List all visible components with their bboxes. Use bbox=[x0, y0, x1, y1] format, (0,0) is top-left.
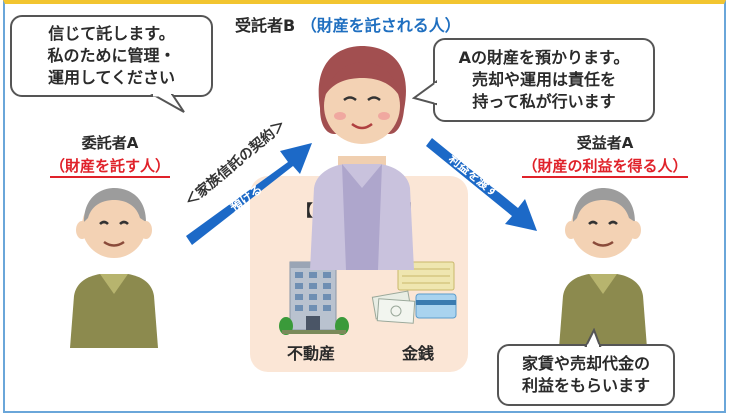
trustee-role: （財産を託される人） bbox=[300, 16, 461, 35]
settlor-bubble-line: 私のために管理・ bbox=[47, 46, 176, 65]
settlor-bubble-line: 運用してください bbox=[47, 68, 176, 87]
trustee-header: 受託者B （財産を託される人） bbox=[235, 12, 461, 36]
trustee-person-illustration bbox=[310, 46, 414, 270]
trustee-bubble-line: Aの財産を預かります。 bbox=[458, 48, 630, 67]
settlor-speech-bubble: 信じて託します。 私のために管理・ 運用してください bbox=[10, 15, 213, 97]
trustee-bubble-line: 売却や運用は責任を bbox=[471, 70, 616, 89]
settlor-role: （財産を託す人） bbox=[50, 157, 171, 178]
trustee-bubble-line: 持って私が行います bbox=[472, 92, 616, 111]
trustee-speech-bubble: Aの財産を預かります。 売却や運用は責任を 持って私が行います bbox=[433, 38, 655, 122]
entrust-arrow-label: 預ける bbox=[228, 182, 265, 214]
benefit-arrow-label: 利益を渡す bbox=[446, 151, 502, 200]
beneficiary-role: （財産の利益を得る人） bbox=[522, 157, 688, 178]
benefit-arrow: 利益を渡す bbox=[426, 138, 537, 231]
settlor-label-block: 委託者A （財産を託す人） bbox=[50, 132, 171, 178]
real-estate-label: 不動産 bbox=[286, 344, 335, 363]
trustee-bubble-tail bbox=[412, 80, 438, 106]
contract-label: ＜家族信託の契約＞ bbox=[182, 116, 289, 210]
settlor-bubble-line: 信じて託します。 bbox=[48, 24, 175, 43]
settlor-bubble-tail bbox=[150, 94, 185, 113]
trustee-label: 受託者B bbox=[235, 16, 296, 35]
diagram-frame bbox=[3, 0, 726, 413]
beneficiary-label: 受益者A bbox=[576, 134, 634, 152]
beneficiary-bubble-line: 利益をもらいます bbox=[521, 376, 650, 395]
beneficiary-person-illustration bbox=[559, 188, 647, 348]
beneficiary-speech-bubble: 家賃や売却代金の 利益をもらいます bbox=[497, 344, 675, 406]
settlor-person-illustration bbox=[70, 188, 158, 348]
beneficiary-bubble-line: 家賃や売却代金の bbox=[521, 354, 650, 373]
beneficiary-label-block: 受益者A （財産の利益を得る人） bbox=[500, 132, 710, 178]
settlor-label: 委託者A bbox=[81, 134, 139, 152]
money-label: 金銭 bbox=[401, 344, 434, 363]
beneficiary-bubble-tail bbox=[584, 328, 602, 348]
